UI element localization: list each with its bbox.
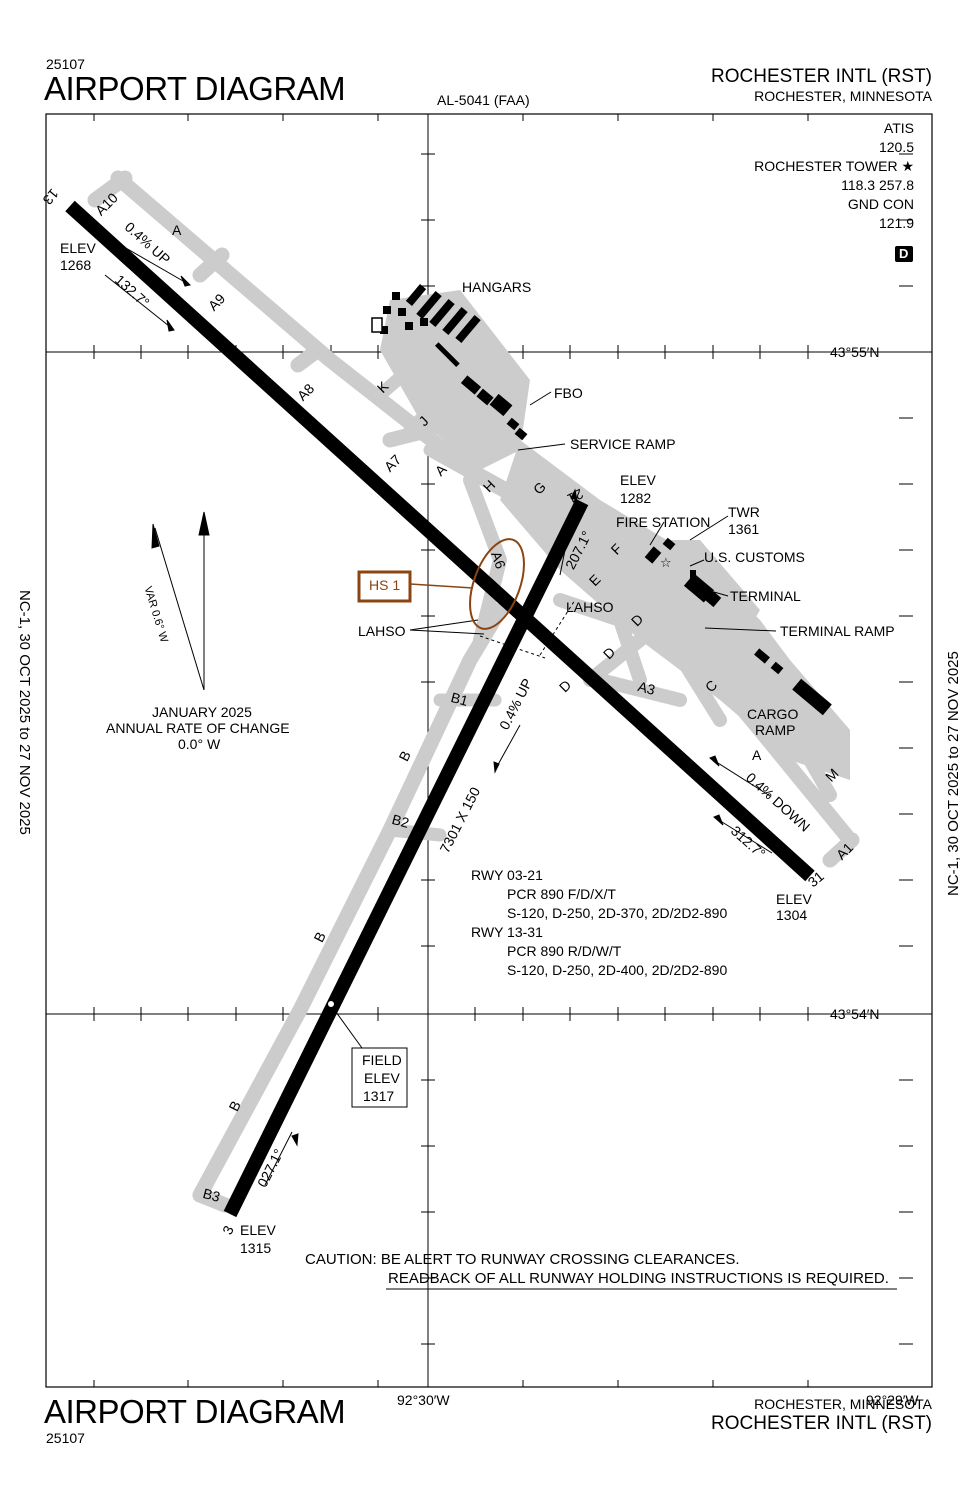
procedure-number-top: 25107 xyxy=(46,56,85,72)
field-elev-box xyxy=(351,1047,408,1108)
fire-station-label: FIRE STATION xyxy=(616,514,711,530)
pcr-rwy-1331-gear: S-120, D-250, 2D-400, 2D/2D2-890 xyxy=(507,962,728,978)
elev-3-value: 1315 xyxy=(240,1240,272,1256)
city-state-bottom: ROCHESTER, MINNESOTA xyxy=(754,1396,932,1412)
hotspot-hs1-label: HS 1 xyxy=(369,577,401,593)
elev-21-label: ELEV xyxy=(620,472,656,488)
hangars-label: HANGARS xyxy=(462,279,532,295)
field-elev-line1: FIELD xyxy=(362,1052,402,1068)
runway-13-31 xyxy=(65,200,815,882)
taxiway-label-a: A xyxy=(172,222,182,238)
true-north-arrow xyxy=(198,511,210,536)
lon-west-label: 92°30′W xyxy=(397,1392,450,1408)
page-title-top: AIRPORT DIAGRAM xyxy=(44,70,346,107)
procedure-number-bottom: 25107 xyxy=(46,1430,85,1446)
al-number: AL-5041 (FAA) xyxy=(437,92,530,108)
lahso-leaders xyxy=(409,619,485,635)
city-state-top: ROCHESTER, MINNESOTA xyxy=(754,88,932,104)
feature-leaders xyxy=(517,391,777,632)
elev-31-label: ELEV xyxy=(776,891,812,907)
fbo-label: FBO xyxy=(554,385,583,401)
elev-13-label: ELEV xyxy=(60,240,96,256)
field-elev-leader xyxy=(335,1011,363,1049)
fuel-icon xyxy=(371,317,383,333)
customs-label: U.S. CUSTOMS xyxy=(704,549,805,565)
field-elev-line3: 1317 xyxy=(363,1088,395,1104)
field-elev-line2: ELEV xyxy=(364,1070,400,1086)
pcr-rwy-0321: RWY 03-21 xyxy=(471,867,543,883)
diagram-frame xyxy=(45,113,933,1388)
caution-line-2: READBACK OF ALL RUNWAY HOLDING INSTRUCTI… xyxy=(388,1270,889,1287)
tower-label-map: TWR xyxy=(728,504,760,520)
hotspot-hs1-leader xyxy=(409,583,474,589)
gnd-label: GND CON xyxy=(847,196,914,212)
caution-line-1: CAUTION: BE ALERT TO RUNWAY CROSSING CLE… xyxy=(305,1251,740,1268)
tower-freq: 118.3 257.8 xyxy=(841,177,914,193)
elev-13-value: 1268 xyxy=(60,257,92,273)
tower-label: ROCHESTER TOWER ★ xyxy=(754,158,914,174)
heading-arrows xyxy=(97,231,773,1186)
badge-d-box xyxy=(895,246,913,262)
airport-name-bottom: ROCHESTER INTL (RST) xyxy=(711,1413,932,1434)
buildings xyxy=(380,284,832,716)
field-elev-dot xyxy=(328,1001,334,1007)
pcr-rwy-0321-value: PCR 890 F/D/X/T xyxy=(507,886,616,902)
lon-east-label: 92°29′W xyxy=(866,1392,919,1408)
mag-rate-value: 0.0° W xyxy=(178,736,221,752)
lahso-lines xyxy=(479,599,576,659)
magnetic-arrows xyxy=(151,511,210,691)
hotspot-hs1-box xyxy=(357,570,412,603)
pcr-rwy-1331-value: PCR 890 R/D/W/T xyxy=(507,943,622,959)
gnd-freq: 121.9 xyxy=(878,215,914,231)
tower-elev-label: 1361 xyxy=(728,521,760,537)
tower-star-icon: ☆ xyxy=(660,555,672,570)
cargo-ramp-label-2: RAMP xyxy=(755,722,796,738)
page-title-bottom: AIRPORT DIAGRAM xyxy=(44,1393,346,1430)
taxiway-label-a-3: A xyxy=(752,747,762,763)
lat-north-label: 43°55′N xyxy=(830,344,880,360)
lahso-left-label: LAHSO xyxy=(358,623,406,639)
atis-freq: 120.5 xyxy=(878,139,914,155)
hotspot-hs1-ellipse xyxy=(469,538,525,630)
badge-d: D xyxy=(899,246,909,261)
runway-03-21 xyxy=(223,498,589,1218)
atis-label: ATIS xyxy=(883,120,914,136)
magnetic-north-arrow xyxy=(151,523,160,549)
mag-rate-label: ANNUAL RATE OF CHANGE xyxy=(106,720,290,736)
service-ramp-label: SERVICE RAMP xyxy=(570,436,676,452)
mag-date: JANUARY 2025 xyxy=(152,704,252,720)
terminal-label: TERMINAL xyxy=(730,588,801,604)
pcr-rwy-0321-gear: S-120, D-250, 2D-370, 2D/2D2-890 xyxy=(507,905,728,921)
elev-3-label: ELEV xyxy=(240,1222,276,1238)
airport-name-top: ROCHESTER INTL (RST) xyxy=(711,66,932,87)
cargo-ramp-label-1: CARGO xyxy=(747,706,799,722)
lat-south-label: 43°54′N xyxy=(830,1006,880,1022)
elev-31-value: 1304 xyxy=(776,907,808,923)
pcr-rwy-1331: RWY 13-31 xyxy=(471,924,543,940)
lahso-right-label: LAHSO xyxy=(566,599,614,615)
terminal-ramp-label: TERMINAL RAMP xyxy=(780,623,895,639)
elev-21-value: 1282 xyxy=(620,490,652,506)
